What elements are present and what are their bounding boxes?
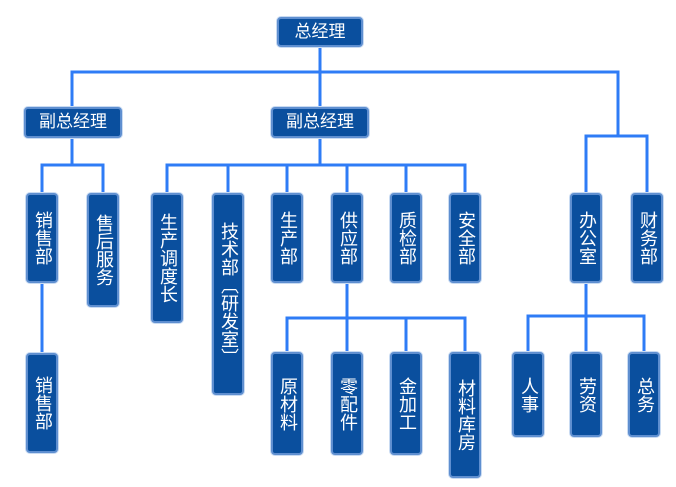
node-vp-left-label: 副总经理	[39, 112, 107, 132]
node-material-warehouse: 材料库房	[449, 352, 481, 478]
node-gold-processing: 金加工	[390, 352, 422, 455]
node-after-sales-label: 售后服务	[92, 214, 114, 286]
node-vp-center: 副总经理	[271, 107, 369, 138]
node-production-scheduling: 生产调度长	[151, 193, 183, 323]
node-sales-sub: 销售部	[26, 353, 58, 453]
node-material-warehouse-label: 材料库房	[454, 379, 476, 451]
node-safety-dept: 安全部	[449, 193, 481, 283]
node-vp-center-label: 副总经理	[286, 112, 354, 132]
node-personnel-label: 人事	[517, 376, 539, 413]
node-finance-dept-label: 财务部	[636, 211, 658, 265]
node-sales-dept-label: 销售部	[31, 211, 53, 265]
node-spare-parts: 零配件	[331, 352, 363, 455]
node-raw-materials: 原材料	[271, 352, 303, 455]
node-production-dept-label: 生产部	[276, 211, 298, 265]
node-sales-sub-label: 销售部	[31, 376, 53, 430]
node-supply-dept-label: 供应部	[336, 211, 358, 265]
node-office: 办公室	[570, 193, 602, 283]
node-technology-dept-label: 技术部︹研发室︺	[217, 222, 239, 366]
node-labor-wages: 劳资	[570, 352, 602, 437]
node-ceo-label: 总经理	[294, 21, 346, 42]
node-production-scheduling-label: 生产调度长	[156, 213, 178, 303]
node-supply-dept: 供应部	[331, 193, 363, 283]
node-spare-parts-label: 零配件	[336, 376, 358, 431]
node-gold-processing-label: 金加工	[395, 376, 417, 431]
node-sales-dept: 销售部	[26, 193, 58, 283]
node-general-affairs: 总务	[628, 352, 660, 437]
node-after-sales: 售后服务	[87, 193, 119, 307]
node-labor-wages-label: 劳资	[575, 376, 597, 413]
node-safety-dept-label: 安全部	[454, 211, 476, 265]
node-quality-dept: 质检部	[390, 193, 422, 283]
node-quality-dept-label: 质检部	[395, 211, 417, 265]
node-office-label: 办公室	[575, 211, 597, 265]
node-general-affairs-label: 总务	[633, 376, 655, 413]
node-production-dept: 生产部	[271, 193, 303, 283]
node-raw-materials-label: 原材料	[276, 376, 298, 431]
node-ceo: 总经理	[277, 17, 363, 47]
node-personnel: 人事	[512, 352, 544, 437]
node-finance-dept: 财务部	[631, 193, 663, 283]
node-technology-dept: 技术部︹研发室︺	[212, 193, 244, 395]
node-vp-left: 副总经理	[24, 107, 122, 138]
